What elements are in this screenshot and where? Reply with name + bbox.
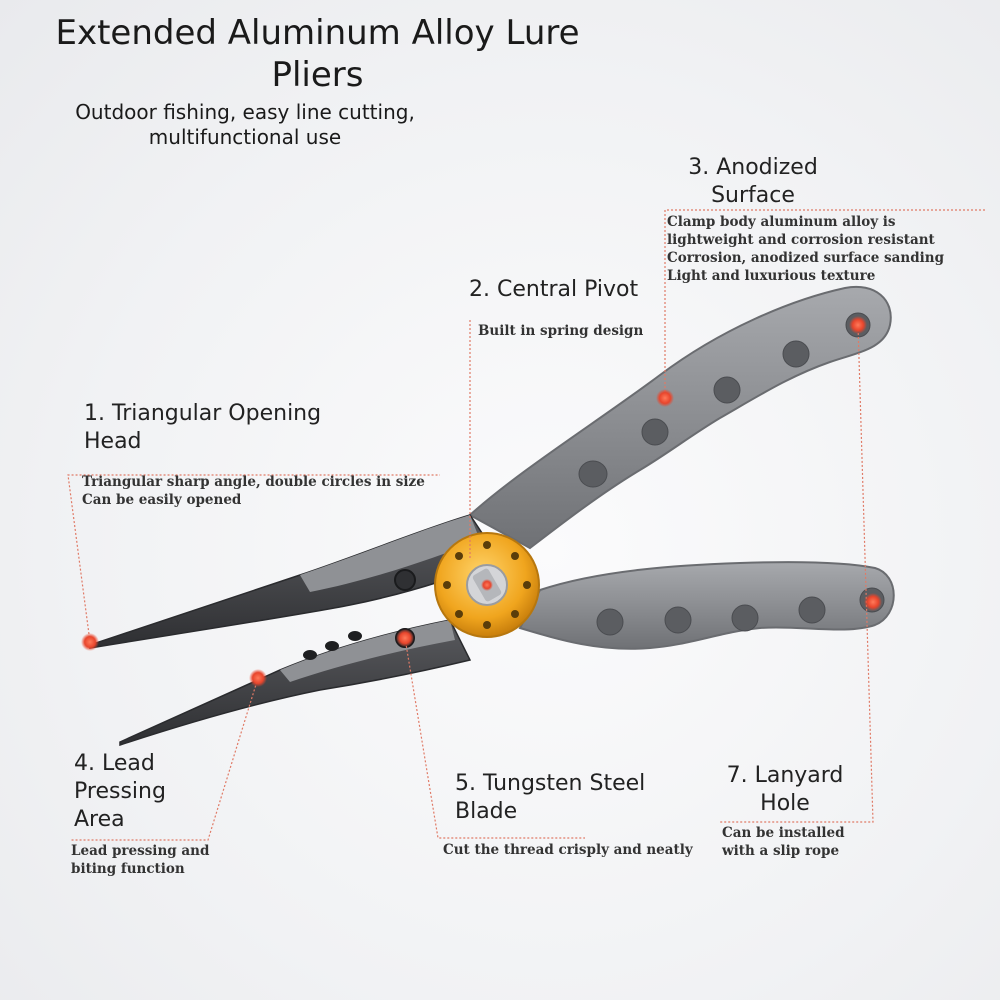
page-title: Extended Aluminum Alloy Lure Pliers [55, 13, 580, 95]
callout-5-desc-line: Cut the thread crisply and neatly [443, 842, 693, 858]
callout-7-desc-line: Can be installed [722, 825, 845, 841]
handle-holes [578, 312, 885, 636]
callout-3-desc-line: Corrosion, anodized surface sanding [667, 250, 945, 266]
leader-lines [67, 209, 985, 841]
callout-5-label: 5. Tungsten Steel Blade [455, 771, 646, 824]
page-subtitle: Outdoor fishing, easy line cutting, mult… [75, 100, 415, 149]
callout-3-desc-line: lightweight and corrosion resistant [667, 232, 935, 248]
callout-1-desc: Triangular sharp angle, double circles i… [82, 473, 425, 509]
callout-2-desc-line: Built in spring design [478, 323, 644, 339]
callout-7-label: 7. Lanyard Hole [726, 763, 844, 816]
callout-3-desc-line: Light and luxurious texture [667, 268, 876, 284]
callout-2-label: 2. Central Pivot [469, 277, 639, 302]
callout-7-desc: Can be installed with a slip rope [722, 824, 845, 860]
callout-3-desc: Clamp body aluminum alloy is lightweight… [667, 213, 944, 285]
callout-1-desc-line: Triangular sharp angle, double circles i… [82, 474, 425, 490]
callout-1-desc-line: Can be easily opened [82, 492, 242, 508]
callout-3-label: 3. Anodized Surface [688, 155, 818, 208]
callout-4-desc-line: biting function [71, 861, 185, 877]
callout-4-label: 4. Lead Pressing Area [74, 751, 166, 832]
red-markers [81, 316, 882, 687]
callout-5-desc: Cut the thread crisply and neatly [443, 841, 693, 859]
lower-handle [518, 561, 895, 650]
callout-4-desc-line: Lead pressing and [71, 843, 210, 859]
lead-pressing-holes [303, 631, 362, 660]
callout-4-desc: Lead pressing and biting function [71, 842, 209, 878]
callout-3-desc-line: Clamp body aluminum alloy is [667, 214, 896, 230]
callout-1-label: 1. Triangular Opening Head [84, 401, 322, 454]
callout-2-desc: Built in spring design [478, 322, 643, 340]
callout-7-desc-line: with a slip rope [722, 843, 840, 859]
